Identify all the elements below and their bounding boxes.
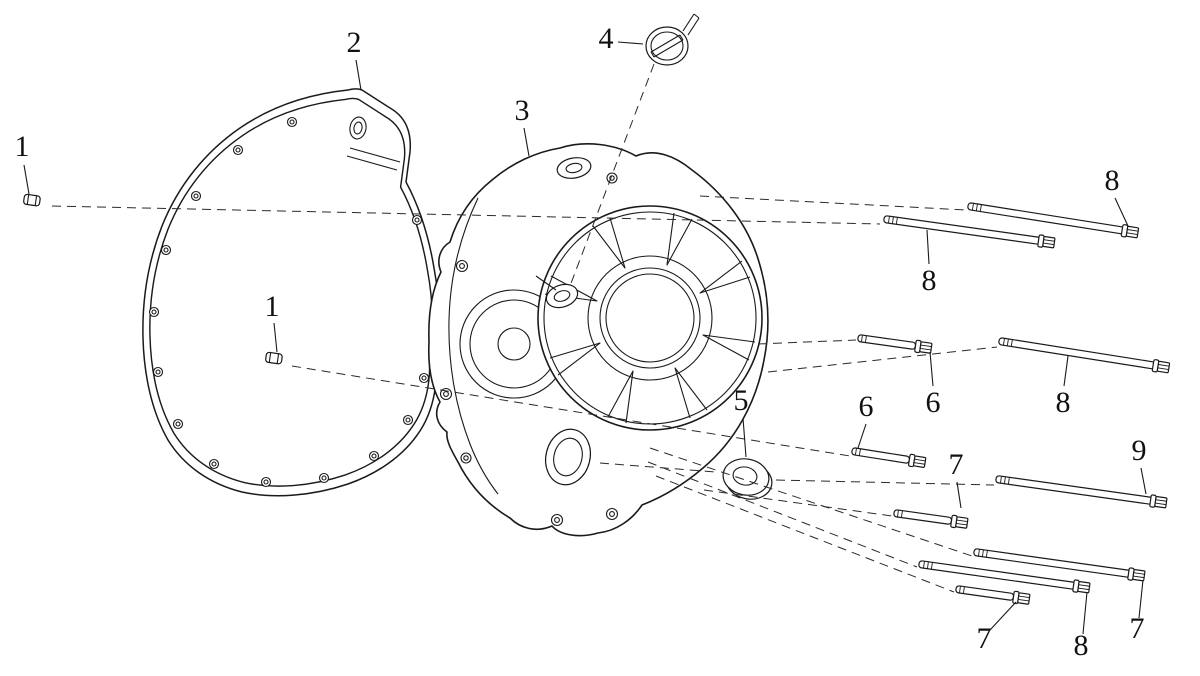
leader-line	[1063, 355, 1069, 387]
bolt-7-bottom-left	[954, 582, 1031, 606]
gasket-bolt-holes	[148, 116, 430, 488]
bolt-7-middle	[892, 506, 969, 530]
leader-line	[929, 351, 934, 387]
callouts: 1 2 3 4 1 5 6 6 7 8 8 8 9 7 8 7	[15, 22, 1147, 662]
callout-2: 2	[347, 26, 362, 59]
bolt-8-middle	[997, 334, 1171, 375]
callout-8-upper: 8	[922, 264, 937, 297]
leader-line	[23, 164, 30, 195]
callout-8-middle: 8	[1056, 386, 1071, 419]
callout-5: 5	[734, 384, 749, 417]
leader-line	[1138, 579, 1144, 619]
callout-6-right: 6	[926, 386, 941, 419]
leader-line	[989, 601, 1017, 631]
leader-line	[617, 41, 644, 45]
crankcase-cover	[427, 143, 769, 537]
callout-1-center: 1	[265, 290, 280, 323]
callout-4: 4	[599, 22, 614, 55]
callout-6-left: 6	[859, 390, 874, 423]
callout-3: 3	[515, 94, 530, 127]
leader-line	[857, 423, 867, 449]
leader-line	[523, 127, 530, 157]
bolt-6-lower	[850, 444, 927, 470]
leader-line	[1140, 467, 1147, 495]
oil-seal	[722, 458, 773, 500]
leader-line	[956, 481, 962, 509]
leader-line	[273, 322, 278, 353]
callout-7-middle: 7	[949, 448, 964, 481]
sight-glass	[535, 275, 579, 309]
callout-8-top-right: 8	[1105, 164, 1120, 197]
dowel-pin-center	[265, 351, 283, 365]
cover-face	[537, 205, 763, 431]
callout-9: 9	[1132, 434, 1147, 467]
leader-line	[1082, 591, 1088, 635]
leader-line	[926, 229, 930, 265]
leader-line	[355, 59, 362, 91]
leader-line	[1114, 197, 1129, 227]
callout-7-bottom-right: 7	[1130, 612, 1145, 645]
bolt-9	[994, 472, 1168, 510]
cover-gasket	[142, 88, 440, 497]
bolt-6-middle	[856, 331, 933, 355]
filler-boss	[556, 157, 592, 179]
oil-filler-cap	[645, 13, 700, 66]
callout-1-far-left: 1	[15, 130, 30, 163]
callout-8-bottom: 8	[1074, 629, 1089, 662]
leader-line	[742, 417, 747, 458]
dowel-pin-left	[23, 193, 41, 207]
callout-7-bottom-left: 7	[977, 622, 992, 655]
